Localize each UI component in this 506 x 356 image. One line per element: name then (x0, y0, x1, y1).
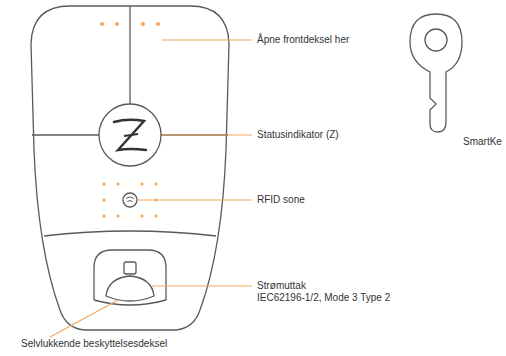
callout-label: Selvlukkende beskyttelsesdeksel (20, 338, 168, 350)
callout-label: RFID sone (256, 194, 306, 206)
callout-label: IEC62196-1/2, Mode 3 Type 2 (256, 292, 391, 304)
callout-label: Strømuttak (256, 280, 307, 292)
part-name: SmartKe (462, 136, 503, 148)
callout-label: Statusindikator (Z) (256, 129, 340, 141)
callout-label: Åpne frontdeksel her (256, 34, 350, 46)
